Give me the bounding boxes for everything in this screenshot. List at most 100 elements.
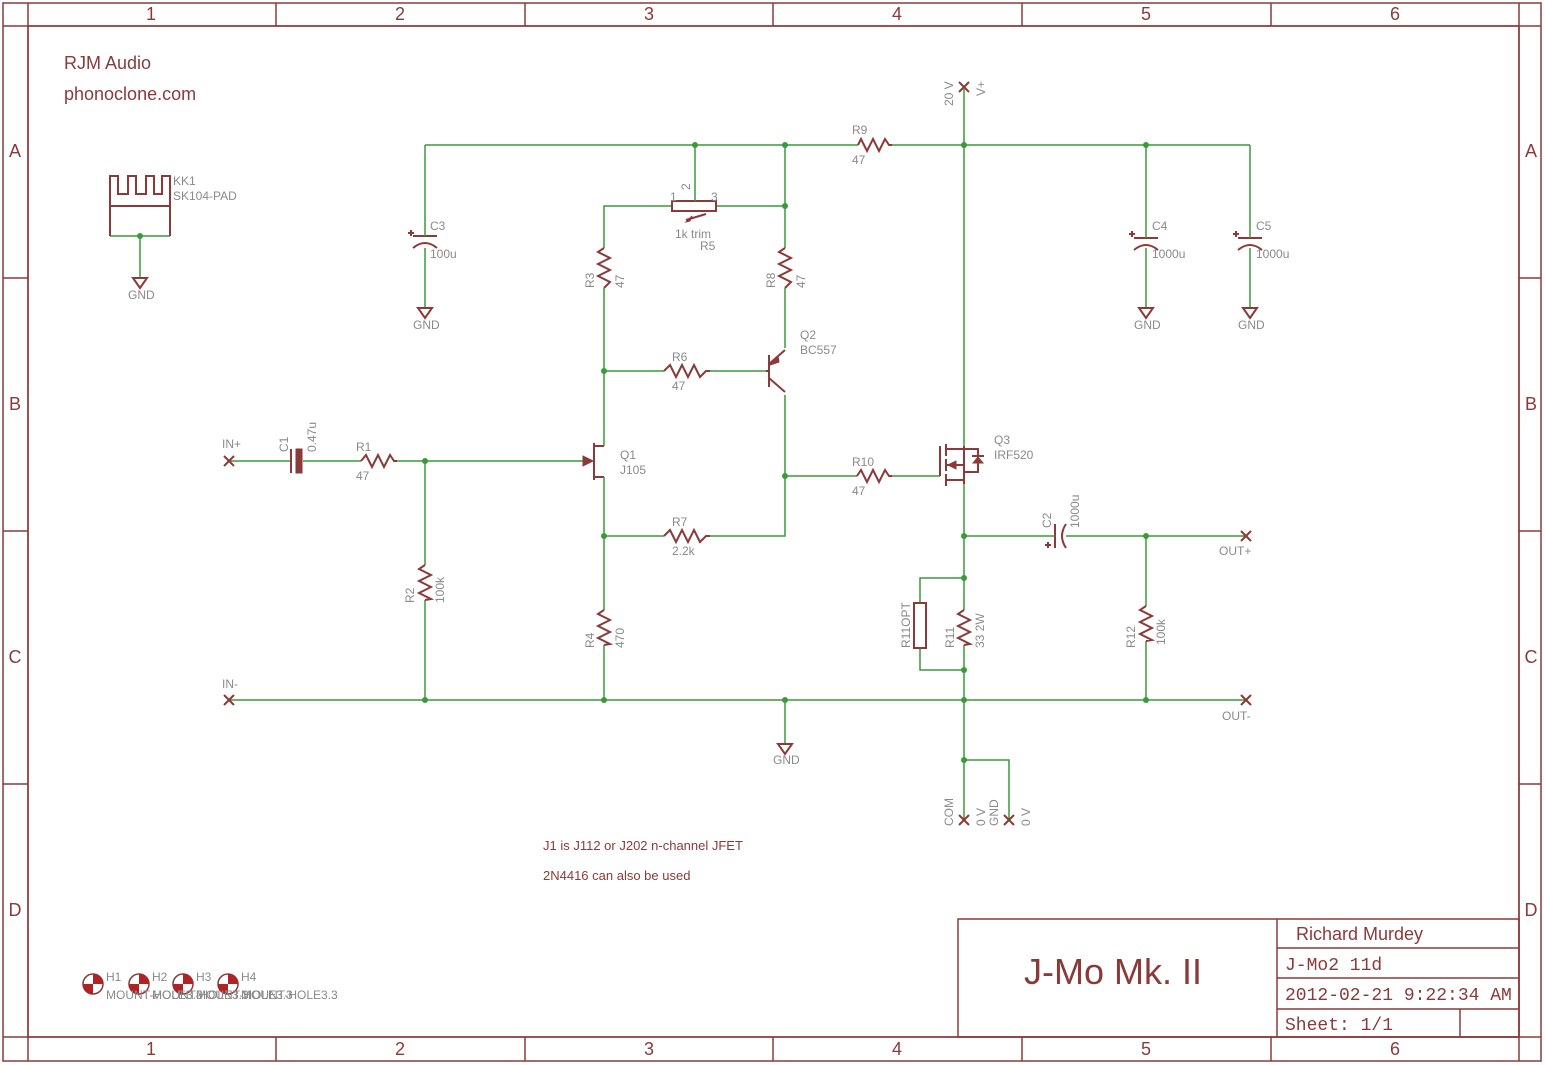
in-minus-port[interactable] [223, 694, 235, 706]
ground-symbols [131, 277, 1259, 756]
r4-ref: R4 [583, 632, 597, 648]
c4-ref: C4 [1152, 219, 1168, 233]
in-minus-label: IN- [222, 677, 238, 691]
r10-ref: R10 [852, 455, 874, 469]
q3-value: IRF520 [994, 448, 1034, 462]
title-block [957, 918, 1520, 1038]
resistor-r4 [595, 609, 614, 646]
vplus-label: V+ [974, 81, 988, 96]
r7-value: 2.2k [672, 544, 696, 558]
zone-col-1-top: 1 [146, 4, 156, 24]
out-plus-port[interactable] [1240, 530, 1252, 542]
company-name: RJM Audio [64, 53, 151, 73]
gnd-label-c5: GND [1238, 318, 1265, 332]
r12-ref: R12 [1124, 626, 1138, 648]
resistor-r7 [663, 527, 710, 545]
gnd-label-kk1: GND [128, 288, 155, 302]
zone-col-4-bottom: 4 [892, 1039, 902, 1059]
zone-row-b-right: B [1525, 394, 1537, 414]
r2-ref: R2 [403, 587, 417, 603]
h2-value: MOUNT-HOLE3.3 [152, 988, 249, 1002]
capacitor-c2 [1045, 523, 1067, 549]
note-jfet-1: J1 is J112 or J202 n-channel JFET [543, 838, 743, 853]
transistor-q3 [939, 444, 985, 486]
kk1-value: SK104-PAD [173, 189, 237, 203]
c5-ref: C5 [1256, 219, 1272, 233]
zone-col-4-top: 4 [892, 4, 902, 24]
zone-col-2-bottom: 2 [395, 1039, 405, 1059]
capacitor-c5 [1233, 228, 1263, 251]
kk1-ref: KK1 [173, 174, 196, 188]
zone-col-3-top: 3 [644, 4, 654, 24]
resistor-r3 [595, 247, 613, 289]
r12-value: 100k [1154, 618, 1168, 645]
r9-value: 47 [852, 153, 866, 167]
r1-value: 47 [356, 469, 370, 483]
zone-row-a-left: A [9, 141, 21, 161]
zone-row-b-left: B [9, 394, 21, 414]
drawing-sheet: Sheet: 1/1 [1285, 1016, 1393, 1036]
resistor-r12 [1137, 605, 1156, 642]
company-website: phonoclone.com [64, 84, 196, 104]
mount-holes [82, 973, 239, 995]
zone-col-6-top: 6 [1390, 4, 1400, 24]
zone-row-a-right: A [1525, 141, 1537, 161]
h3-value: MOUNT-HOLE3.3 [196, 988, 293, 1002]
q1-value: J105 [620, 463, 646, 477]
r8-ref: R8 [764, 272, 778, 288]
c2-value: 1000u [1068, 495, 1082, 528]
zone-col-5-bottom: 5 [1141, 1039, 1151, 1059]
r4-value: 470 [613, 628, 627, 648]
drawing-date: 2012-02-21 9:22:34 AM [1285, 986, 1512, 1006]
in-plus-port[interactable] [223, 455, 235, 467]
r11opt-ref: R11OPT [899, 602, 913, 648]
c4-value: 1000u [1152, 247, 1185, 261]
com-port[interactable] [958, 814, 970, 826]
resistor-r1 [360, 452, 397, 470]
zone-col-6-bottom: 6 [1390, 1039, 1400, 1059]
heatsink-kk1 [109, 175, 171, 236]
capacitor-c4 [1129, 228, 1159, 251]
r6-ref: R6 [672, 350, 688, 364]
q2-value: BC557 [800, 343, 837, 357]
q2-ref: Q2 [800, 328, 816, 342]
vplus-port [958, 81, 970, 95]
c2-ref: C2 [1040, 512, 1054, 528]
drawing-title: J-Mo Mk. II [1024, 951, 1202, 992]
q1-ref: Q1 [620, 448, 636, 462]
in-plus-label: IN+ [222, 437, 241, 451]
zone-row-d-left: D [9, 900, 22, 920]
hole-h3 [172, 973, 194, 995]
gnd-port[interactable] [1003, 814, 1015, 826]
capacitor-c3 [408, 225, 438, 249]
out-plus-label: OUT+ [1219, 544, 1251, 558]
r5-pin3: 3 [711, 190, 718, 204]
out-minus-port[interactable] [1240, 694, 1252, 706]
r2-value: 100k [433, 576, 447, 603]
gnd-label-c4: GND [1134, 318, 1161, 332]
capacitor-c1 [290, 448, 303, 474]
r10-value: 47 [852, 484, 866, 498]
resistor-r10 [856, 467, 892, 485]
zone-col-1-bottom: 1 [146, 1039, 156, 1059]
com-0v-label: 0 V [974, 808, 988, 826]
transistor-q1 [582, 443, 605, 480]
r11-ref: R11 [943, 627, 957, 648]
out-minus-label: OUT- [1222, 709, 1251, 723]
h1-ref: H1 [106, 970, 122, 984]
r5-ref: R5 [700, 239, 716, 253]
r5-pin1: 1 [670, 190, 677, 204]
trimpot-r5 [671, 192, 717, 223]
zone-row-d-right: D [1525, 900, 1538, 920]
c5-value: 1000u [1256, 247, 1289, 261]
v20-label: 20 V [942, 81, 956, 106]
drawing-number: J-Mo2 11d [1285, 956, 1382, 976]
hole-h1 [82, 973, 104, 995]
hole-h4 [217, 973, 239, 995]
r1-ref: R1 [356, 440, 372, 454]
h4-value: MOUNT-HOLE3.3 [241, 988, 338, 1002]
gnd-label-c3: GND [413, 318, 440, 332]
resistor-r2 [416, 564, 435, 601]
